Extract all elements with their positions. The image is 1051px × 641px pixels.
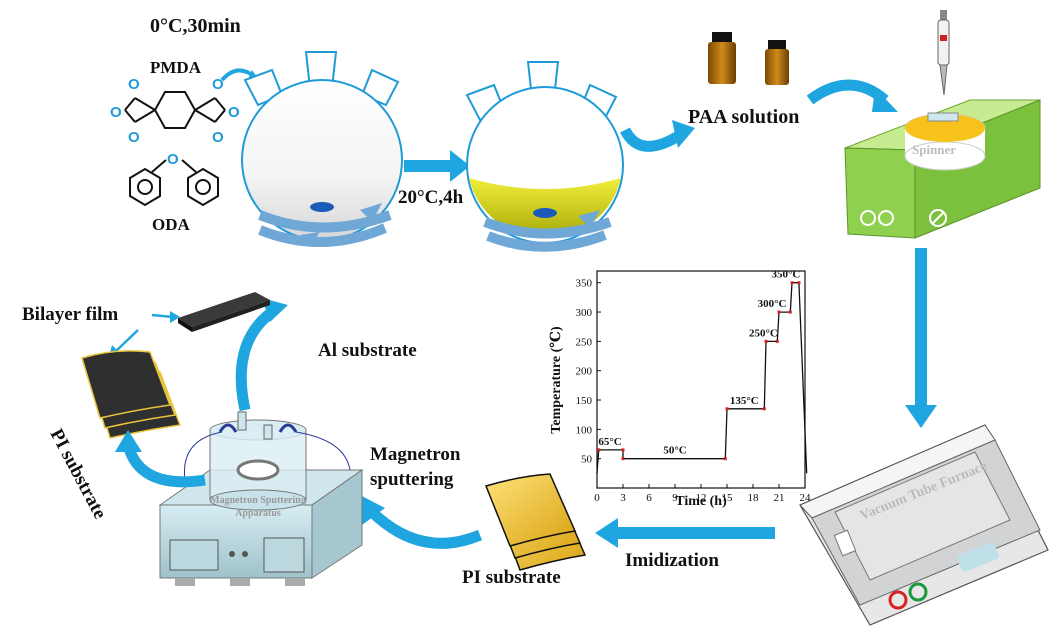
y-tick-label: 300: [576, 307, 593, 319]
x-tick-label: 6: [646, 492, 652, 504]
data-point: [725, 407, 729, 411]
vial-icon: [708, 32, 736, 84]
x-tick-label: 15: [722, 492, 734, 504]
y-tick-label: 100: [576, 424, 593, 436]
data-label: 65°C: [598, 436, 621, 448]
x-tick-label: 21: [774, 492, 785, 504]
oda-oxygen-label: O: [167, 151, 179, 168]
arrow-flask-to-flask-head: [450, 150, 470, 182]
spinner-label: Spinner: [912, 142, 956, 157]
oxygen-label: O: [228, 104, 240, 121]
data-point: [723, 457, 727, 461]
oxygen-label: O: [110, 104, 122, 121]
arrow-spinner-to-furnace-head: [905, 405, 937, 428]
y-tick-label: 350: [576, 278, 593, 290]
vial-icon: [765, 40, 789, 85]
data-point: [777, 310, 781, 314]
label-sputtering: sputtering: [370, 469, 454, 490]
data-point: [597, 448, 601, 452]
data-label: 50°C: [663, 445, 686, 457]
label-pi-substrate-left: PI substrate: [46, 425, 111, 522]
bilayer-film: [178, 292, 270, 332]
heating-curve: [596, 282, 808, 474]
label-bilayer-film: Bilayer film: [22, 304, 118, 325]
data-label: 350°C: [772, 269, 801, 281]
curved-arrow-to-pi-dark: [122, 443, 206, 488]
magnetron-sputtering-apparatus: [158, 411, 364, 586]
stir-arrow: [258, 210, 392, 233]
stir-arrow-head: [360, 203, 382, 222]
arrow-imidization: [615, 527, 775, 539]
pi-substrate-gold: [484, 473, 587, 571]
curved-arrow-to-spinner: [806, 79, 889, 105]
data-label: 250°C: [749, 327, 778, 339]
reaction-flask-empty: [241, 51, 403, 241]
oxygen-label: O: [128, 76, 140, 93]
vacuum-tube-furnace: [799, 424, 1049, 626]
arrow-imidization-head: [595, 518, 618, 548]
label-magnetron: Magnetron: [370, 444, 461, 465]
x-tick-label: 0: [594, 492, 600, 504]
data-point: [621, 457, 625, 461]
y-tick-label: 50: [581, 454, 593, 466]
apparatus-label-line1: Magnetron Sputtering: [210, 495, 306, 506]
pointer-line: [151, 313, 174, 319]
pointer-head: [170, 311, 180, 323]
curved-arrow-al-substrate: [235, 305, 279, 412]
spinner-device: [844, 99, 1041, 239]
stir-arrow-head: [578, 210, 600, 228]
x-axis-label: Time (h): [675, 494, 727, 509]
data-point: [788, 310, 792, 314]
pipette-icon: [937, 10, 950, 96]
heating-profile-chart: 50 100 150 200 250 300 350 0 3 6 9 12 15 18 21 24 65°C…: [549, 269, 811, 509]
curved-arrow-to-spinner-head: [872, 88, 898, 112]
x-tick-label: 9: [672, 492, 678, 504]
data-point: [621, 448, 625, 452]
data-point: [764, 339, 768, 343]
data-point: [762, 407, 766, 411]
label-pi-substrate-bottom: PI substrate: [462, 567, 561, 588]
data-point: [797, 281, 801, 285]
curved-arrow-to-sputtering-head: [360, 495, 385, 525]
label-pmda: PMDA: [150, 58, 202, 77]
y-tick-label: 150: [576, 395, 593, 407]
y-tick-label: 250: [576, 336, 593, 348]
pointer-line: [114, 329, 139, 353]
arrow-flask-to-flask: [404, 160, 452, 172]
arrow-spinner-to-furnace: [915, 248, 927, 408]
label-ice-condition: 0°C,30min: [150, 15, 241, 37]
data-point: [790, 281, 794, 285]
curved-arrow-to-paa-head: [672, 120, 695, 148]
x-tick-label: 3: [620, 492, 626, 504]
label-al-substrate: Al substrate: [318, 340, 417, 361]
x-tick-label: 12: [696, 492, 707, 504]
stir-arrow: [486, 230, 607, 252]
stir-arrow: [258, 223, 387, 247]
data-label: 135°C: [730, 395, 759, 407]
oxygen-label: O: [128, 129, 140, 146]
apparatus-label-line2: Apparatus: [235, 508, 281, 519]
stir-arrow-head: [300, 232, 320, 246]
reaction-flask-paa: [465, 61, 624, 244]
oxygen-label: O: [212, 129, 224, 146]
curved-arrow-to-pi-dark-head: [115, 430, 142, 452]
curved-arrow-to-sputtering: [366, 506, 483, 549]
curved-arrow-to-paa: [620, 127, 683, 152]
y-tick-label: 200: [576, 366, 593, 378]
pi-substrate-dark: [81, 350, 182, 439]
data-point: [775, 339, 779, 343]
stir-arrow: [483, 217, 612, 239]
x-tick-label: 18: [748, 492, 760, 504]
pmda-structure-icon: [124, 91, 226, 129]
x-tick-label: 24: [800, 492, 812, 504]
label-rt-condition: 20°C,4h: [398, 187, 464, 208]
y-axis-label: Temperature (℃): [549, 326, 564, 434]
label-oda: ODA: [152, 215, 191, 234]
oda-structure-icon: [129, 159, 219, 207]
label-imidization: Imidization: [625, 550, 719, 571]
data-label: 300°C: [758, 298, 787, 310]
label-paa-solution: PAA solution: [688, 106, 799, 128]
oxygen-label: O: [212, 76, 224, 93]
